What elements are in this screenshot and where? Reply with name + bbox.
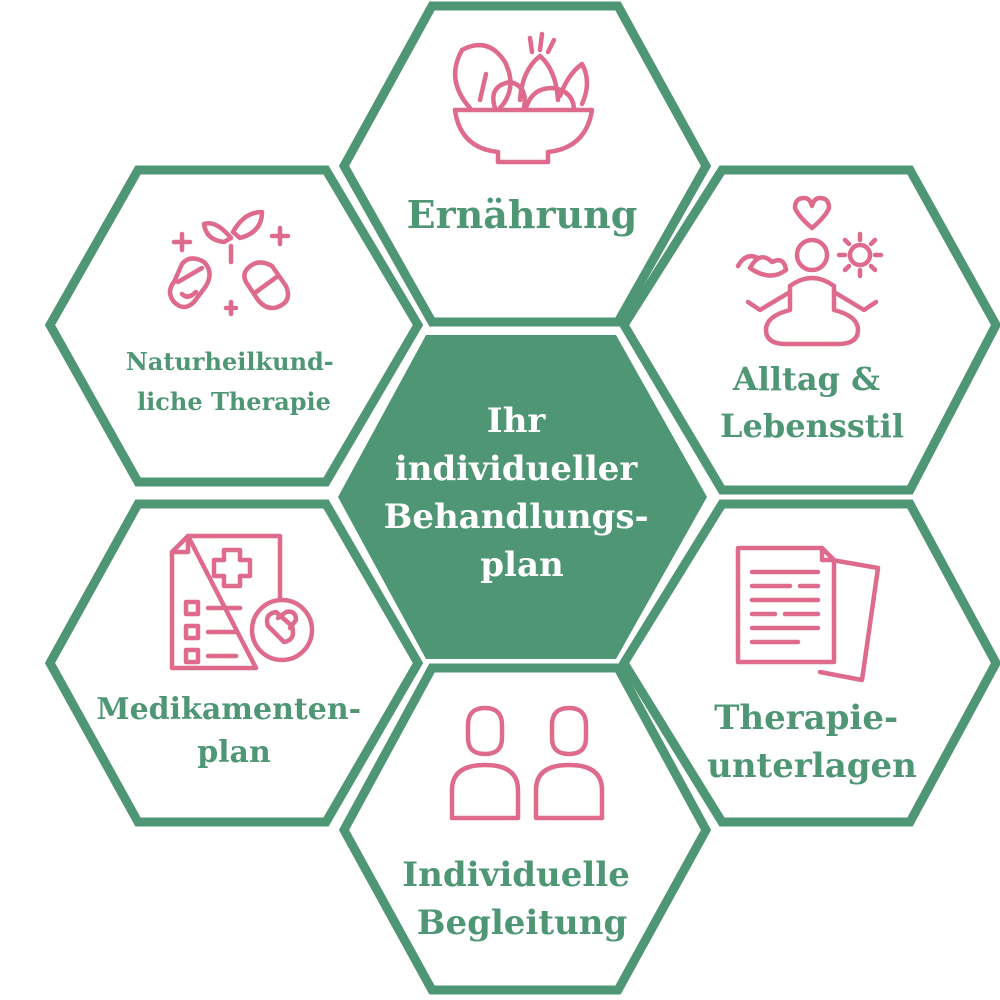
- label-begleitung-line-1: Individuelle: [402, 855, 630, 895]
- segment-ernaehrung: Ernährung: [338, 1, 712, 327]
- segment-alltag: Alltag & Lebensstil: [618, 165, 1000, 495]
- meditation-icon: [735, 195, 884, 347]
- herbal-capsules-icon: [167, 209, 291, 317]
- label-medikamentenplan-line-1: Medikamenten-: [96, 692, 361, 727]
- label-alltag-line-2: Lebensstil: [720, 407, 904, 445]
- segment-begleitung: Individuelle Begleitung: [338, 663, 712, 995]
- label-ernaehrung-line-1: Ernährung: [407, 192, 638, 237]
- center-label: Ihr individueller Behandlungs- plan: [384, 401, 661, 585]
- center-hexagon: Ihr individueller Behandlungs- plan: [338, 335, 707, 659]
- label-alltag-line-1: Alltag &: [732, 360, 880, 398]
- label-ernaehrung: Ernährung: [407, 192, 638, 237]
- label-therapieunterlagen-line-2: unterlagen: [707, 746, 917, 786]
- segment-therapieunterlagen: Therapie- unterlagen: [618, 499, 1000, 827]
- label-naturheilkunde: Naturheilkund- liche Therapie: [126, 347, 342, 416]
- salad-bowl-icon: [452, 31, 595, 165]
- label-begleitung-line-2: Begleitung: [417, 903, 628, 943]
- hexagon-naturheilkunde: [44, 165, 424, 487]
- segment-medikamentenplan: Medikamenten- plan: [44, 499, 424, 827]
- label-therapieunterlagen: Therapie- unterlagen: [707, 698, 917, 786]
- documents-icon: [735, 545, 881, 683]
- hexagon-alltag: [618, 165, 1000, 495]
- label-alltag: Alltag & Lebensstil: [720, 360, 904, 445]
- center-label-line-2: individueller: [395, 449, 639, 489]
- medication-list-icon: [169, 533, 315, 671]
- label-medikamentenplan: Medikamenten- plan: [96, 692, 371, 770]
- center-label-line-3: Behandlungs-: [384, 497, 649, 537]
- label-therapieunterlagen-line-1: Therapie-: [714, 698, 898, 738]
- label-naturheilkunde-line-2: liche Therapie: [137, 387, 331, 416]
- label-naturheilkunde-line-1: Naturheilkund-: [126, 347, 334, 376]
- hexagon-begleitung: [338, 663, 712, 995]
- center-label-line-4: plan: [480, 545, 563, 585]
- label-begleitung: Individuelle Begleitung: [402, 855, 641, 943]
- center-label-line-1: Ihr: [487, 401, 547, 441]
- label-medikamentenplan-line-2: plan: [197, 735, 271, 770]
- segment-naturheilkunde: Naturheilkund- liche Therapie: [44, 165, 424, 487]
- center-hexagon-shape: [338, 335, 707, 659]
- people-icon: [449, 705, 605, 821]
- hexagon-medikamentenplan: [44, 499, 424, 827]
